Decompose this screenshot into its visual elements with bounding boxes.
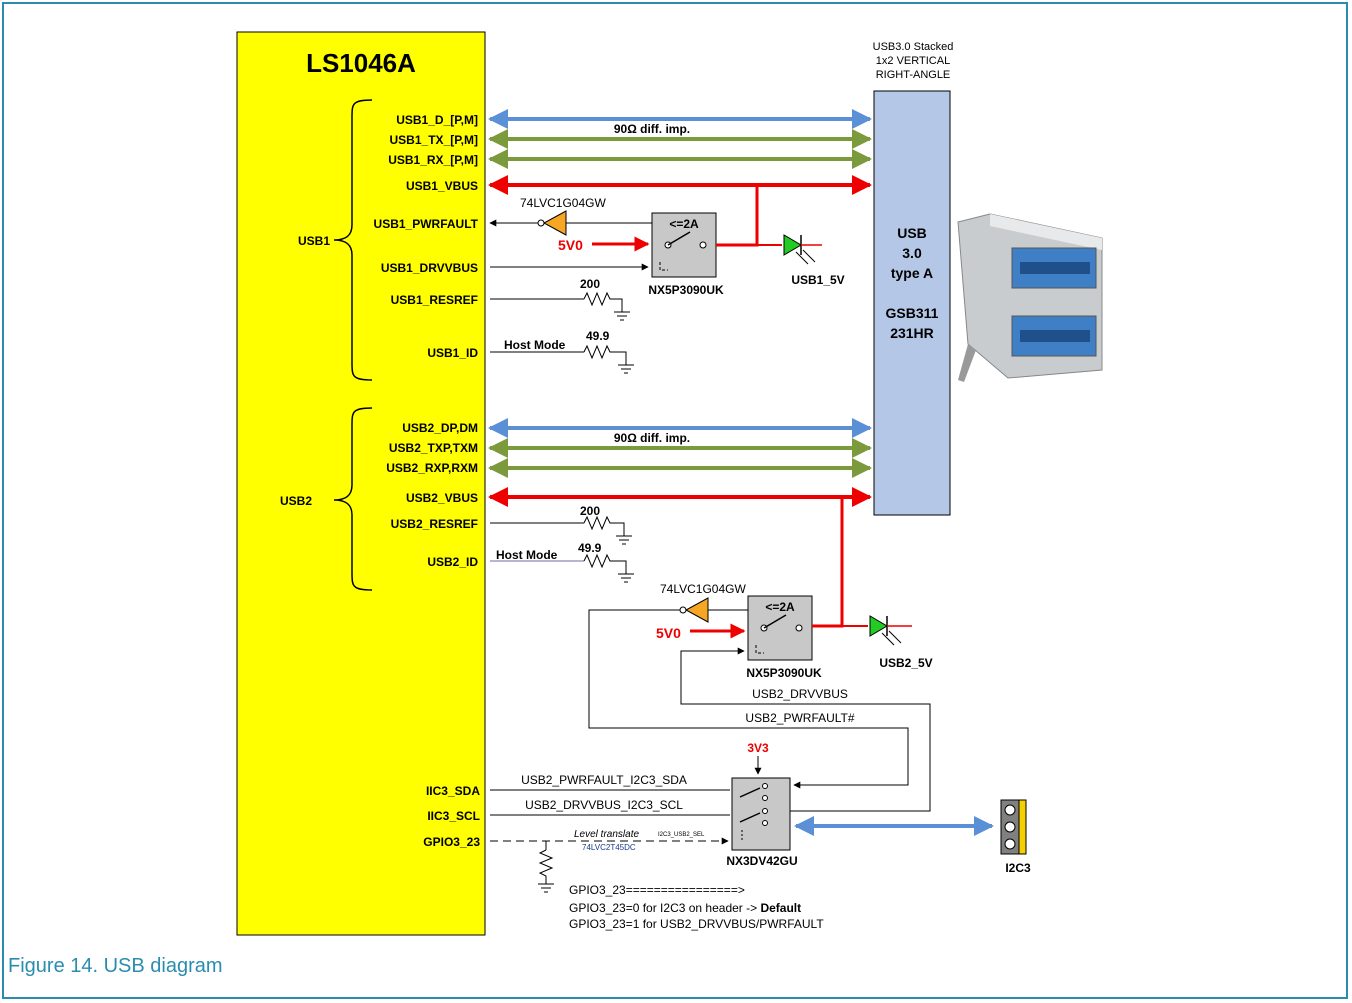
usb1-signal-tx: USB1_TX_[P,M] (390, 133, 478, 147)
usb1-id-resistor (583, 344, 627, 365)
connector-header-1: USB3.0 Stacked (873, 41, 954, 53)
usb2-switch-limit: <=2A (765, 600, 795, 614)
usb1-diff-imp-label: 90Ω diff. imp. (614, 122, 690, 136)
note-default: Default (760, 901, 801, 915)
usb2-group-label: USB2 (280, 494, 312, 508)
mux-part-label: NX3DV42GU (726, 854, 797, 868)
usb1-signal-d: USB1_D_[P,M] (396, 113, 478, 127)
connector-body-3: type A (891, 265, 933, 281)
note-line-3: GPIO3_23=1 for USB2_DRVVBUS/PWRFAULT (569, 917, 824, 931)
usb2-id-value: 49.9 (578, 541, 602, 555)
usb2-signal-resref: USB2_RESREF (391, 517, 478, 531)
usb1-signal-id: USB1_ID (427, 346, 478, 360)
usb1-group-label: USB1 (298, 234, 330, 248)
usb2-signal-rx: USB2_RXP,RXM (386, 461, 478, 475)
connector-body-6: 231HR (890, 325, 934, 341)
usb2-drvvbus-net: USB2_DRVVBUS (752, 687, 848, 701)
scl-net: USB2_DRVVBUS_I2C3_SCL (525, 798, 683, 812)
usb1-signal-rx: USB1_RX_[P,M] (388, 153, 478, 167)
usb1-signal-pwrfault: USB1_PWRFAULT (374, 217, 479, 231)
usb2-switch-part: NX5P3090UK (746, 666, 822, 680)
usb2-diff-imp-label: 90Ω diff. imp. (614, 431, 690, 445)
usb1-host-mode: Host Mode (504, 338, 566, 352)
usb2-resref-value: 200 (580, 504, 600, 518)
usb1-signal-resref: USB1_RESREF (391, 293, 478, 307)
usb2-host-mode: Host Mode (496, 548, 558, 562)
usb2-signal-id: USB2_ID (427, 555, 478, 569)
usb1-resref-value: 200 (580, 277, 600, 291)
usb2-pwrfault-loop (588, 609, 909, 789)
usb1-signal-drvvbus: USB1_DRVVBUS (381, 261, 478, 275)
usb2-pwrfault-net: USB2_PWRFAULT# (745, 711, 854, 725)
connector-body-5: GSB311 (886, 305, 939, 321)
usb1-vbus-feed (716, 185, 759, 247)
sel-net-label: I2C3_USB2_SEL (658, 832, 705, 838)
usb2-vbus-feed (812, 497, 844, 628)
figure-caption: Figure 14. USB diagram (8, 955, 223, 977)
usb2-resref-resistor (583, 515, 625, 536)
note-line-1: GPIO3_23================> (569, 883, 745, 897)
sda-net: USB2_PWRFAULT_I2C3_SDA (521, 773, 687, 787)
note-line-2: GPIO3_23=0 for I2C3 on header -> Default (569, 901, 801, 915)
usb1-supply-label: 5V0 (558, 237, 583, 253)
usb2-led-label: USB2_5V (879, 656, 932, 670)
iic3-sda-label: IIC3_SDA (426, 784, 480, 798)
connector-body-1: USB (897, 225, 927, 241)
gpio3-23-label: GPIO3_23 (423, 835, 480, 849)
connector-header-3: RIGHT-ANGLE (876, 69, 951, 81)
usb-connector-photo (957, 213, 1103, 382)
usb1-resref-resistor (583, 291, 623, 312)
gpio-pulldown-resistor (538, 849, 554, 884)
chip-title: LS1046A (306, 48, 416, 78)
usb1-led (783, 234, 802, 256)
ls1046a-chip (236, 31, 486, 936)
usb1-brace (333, 99, 373, 381)
connector-body-2: 3.0 (902, 245, 922, 261)
usb1-led-label: USB1_5V (791, 273, 844, 287)
iic3-scl-label: IIC3_SCL (427, 809, 480, 823)
usb1-signal-vbus: USB1_VBUS (406, 179, 478, 193)
level-translate-part: 74LVC2T45DC (582, 843, 636, 852)
usb2-supply-label: 5V0 (656, 625, 681, 641)
usb1-buffer-label: 74LVC1G04GW (520, 196, 606, 210)
usb2-brace (333, 407, 373, 591)
usb1-switch-part: NX5P3090UK (648, 283, 724, 297)
usb-connector-block (873, 90, 951, 516)
usb2-signal-tx: USB2_TXP,TXM (389, 441, 478, 455)
usb2-buffer-label: 74LVC1G04GW (660, 582, 746, 596)
usb1-id-value: 49.9 (586, 329, 610, 343)
usb2-buffer (684, 597, 709, 623)
usb2-signal-vbus: USB2_VBUS (406, 491, 478, 505)
usb1-switch-limit: <=2A (669, 217, 699, 231)
level-translate-label: Level translate (574, 829, 639, 840)
usb1-buffer (542, 210, 567, 236)
connector-header-2: 1x2 VERTICAL (876, 55, 950, 67)
usb2-led (869, 615, 888, 637)
usb2-signal-dp: USB2_DP,DM (402, 421, 478, 435)
mux-supply-label: 3V3 (747, 741, 769, 755)
note-line-2-prefix: GPIO3_23=0 for I2C3 on header -> (569, 901, 760, 915)
i2c3-header-label: I2C3 (1005, 861, 1031, 875)
usb2-id-resistor (583, 553, 627, 574)
usb2-drvvbus-loop (680, 647, 931, 812)
i2c-mux (731, 777, 791, 851)
